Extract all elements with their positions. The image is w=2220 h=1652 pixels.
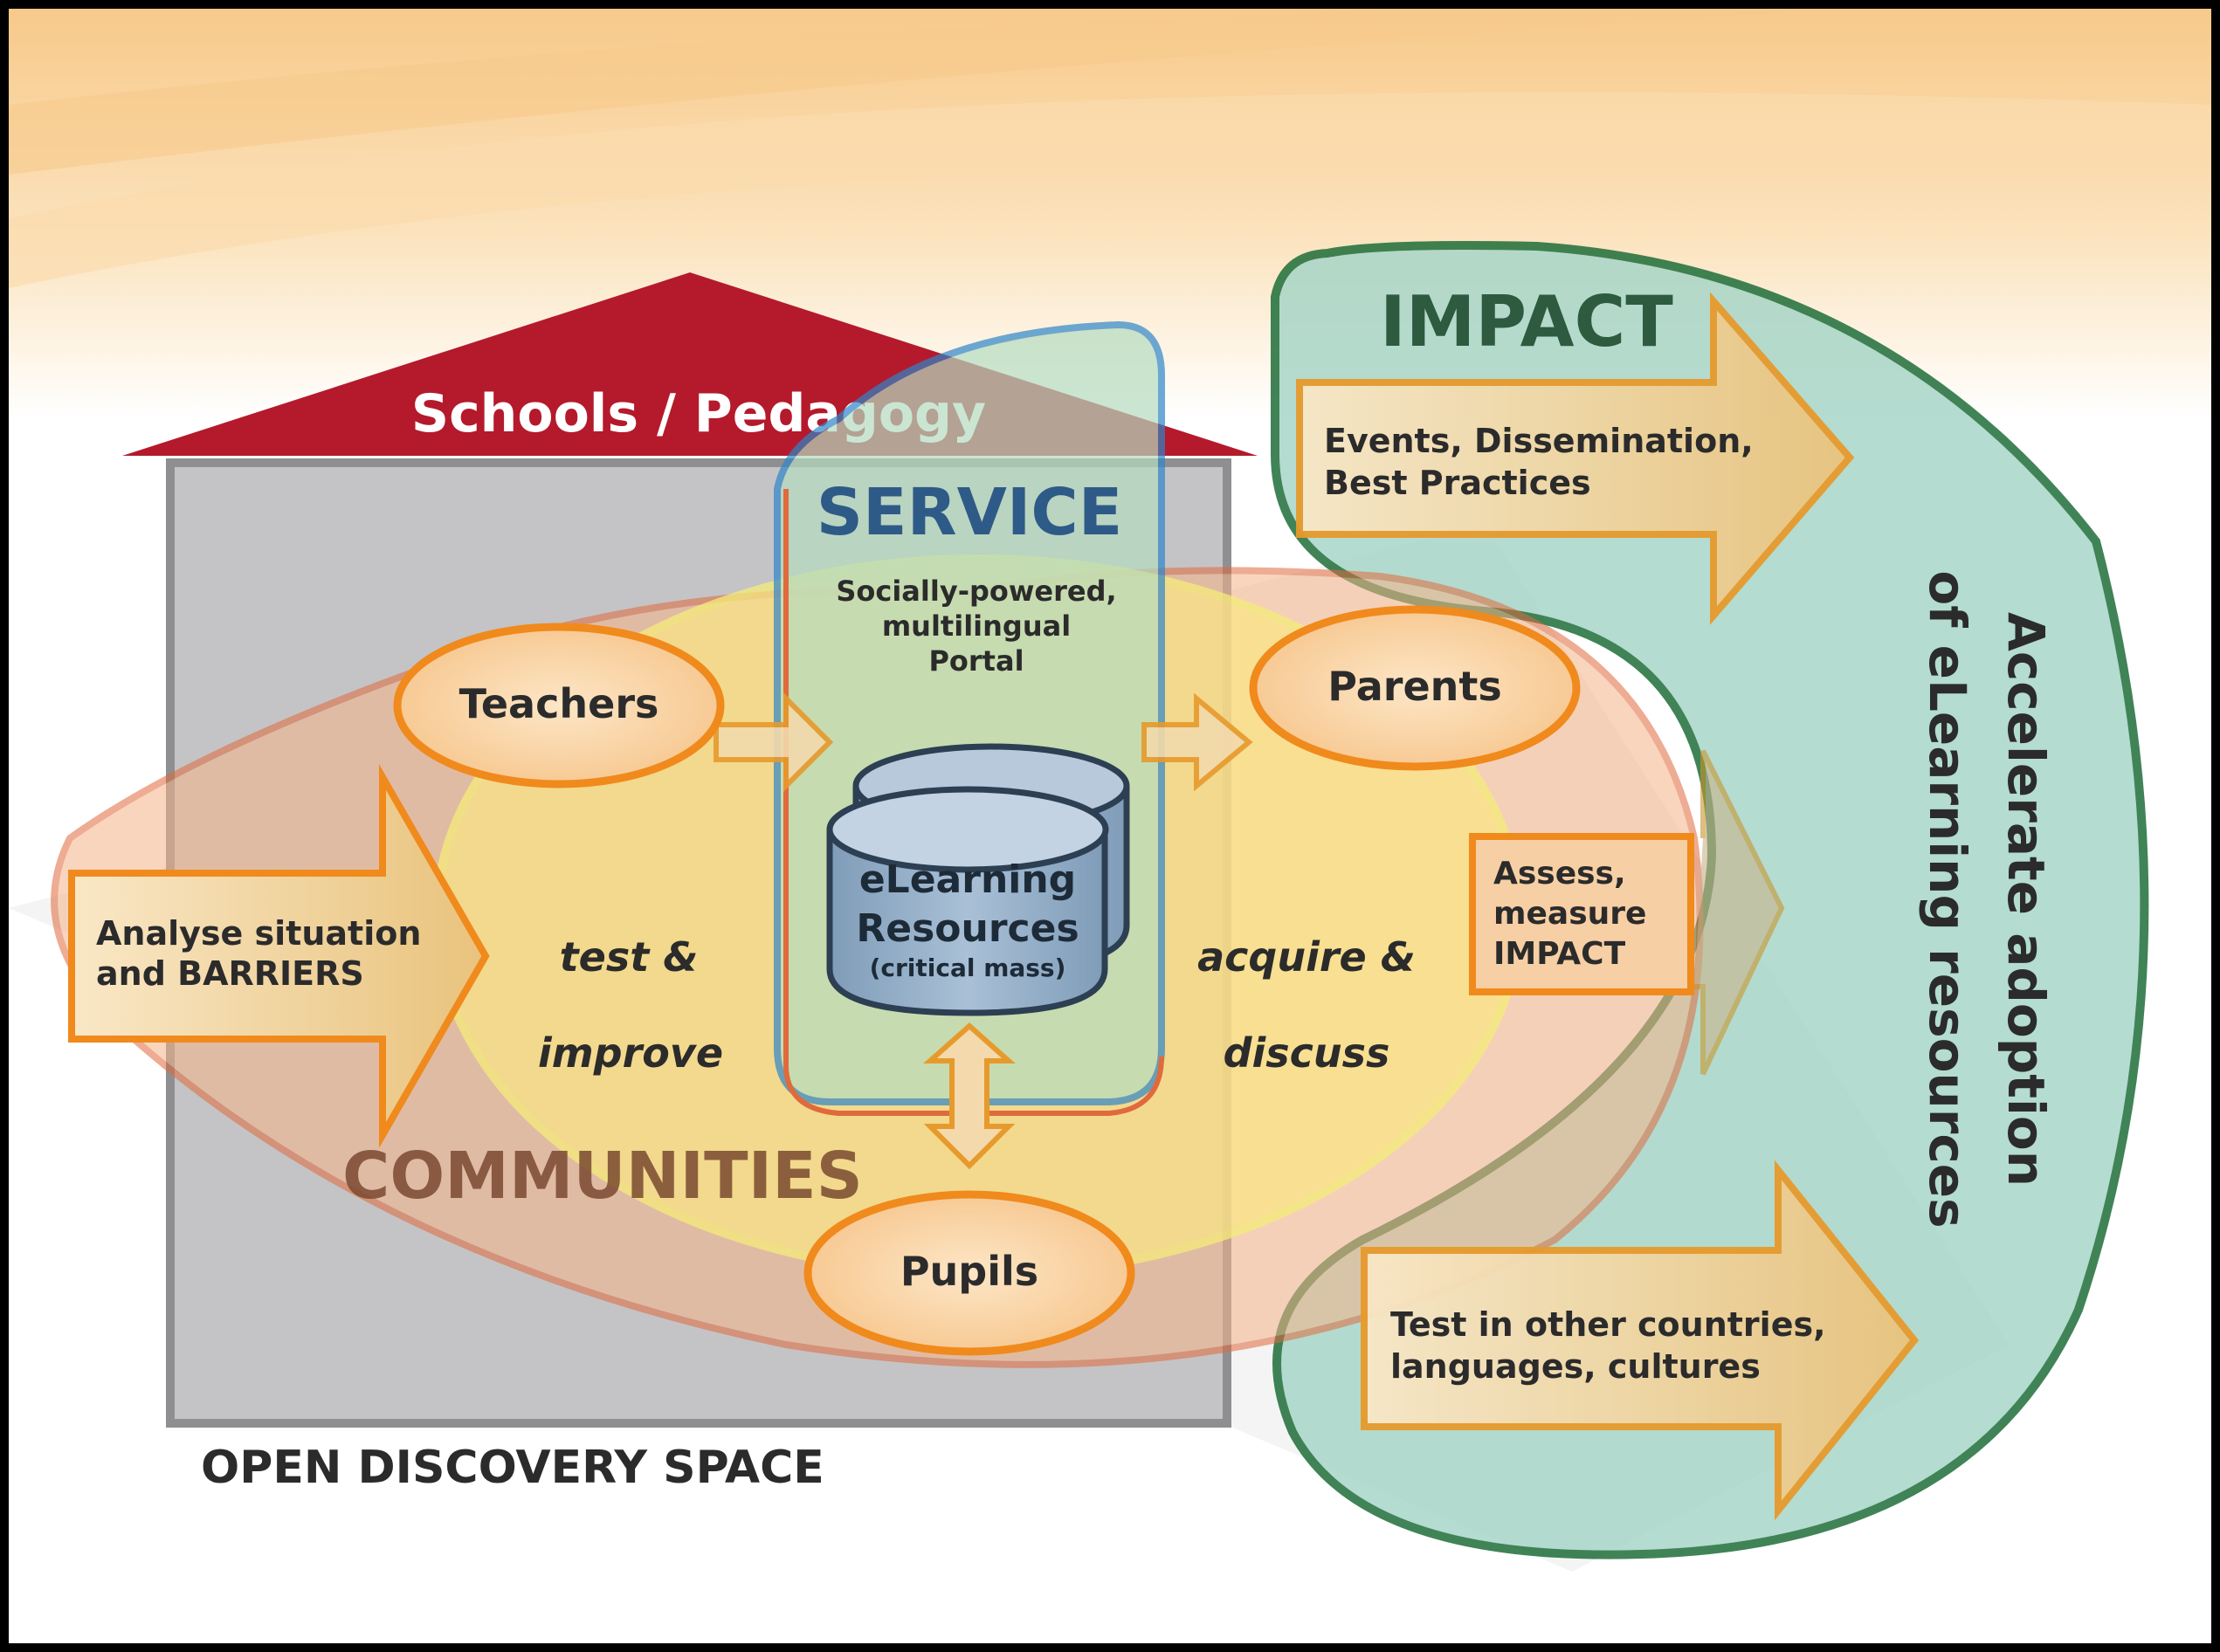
assess-line-3: IMPACT <box>1493 936 1626 972</box>
parents-label: Parents <box>1327 663 1502 710</box>
portal-line-1: Socially-powered, <box>836 575 1116 608</box>
analyse-line-1: Analyse situation <box>96 914 421 953</box>
resources-note: (critical mass) <box>870 953 1066 982</box>
sky-stripe <box>9 9 1834 175</box>
communities-title: COMMUNITIES <box>342 1139 863 1214</box>
analyse-arrow <box>68 764 490 1148</box>
events-arrow <box>1296 292 1855 625</box>
acquire-discuss-line-2: discuss <box>1224 1029 1390 1077</box>
test-line-1: Test in other countries, <box>1390 1305 1826 1344</box>
acquire-discuss-line-1: acquire & <box>1197 933 1416 981</box>
teachers-label: Teachers <box>459 680 659 727</box>
test-countries-arrow <box>1361 1160 1920 1521</box>
events-line-1: Events, Dissemination, <box>1324 422 1754 460</box>
service-inner-frame <box>783 489 1164 1116</box>
events-line-2: Best Practices <box>1324 464 1591 502</box>
adoption-line-2: of eLearning resources <box>1918 570 1977 1228</box>
assess-line-1: Assess, <box>1493 856 1626 891</box>
portal-line-3: Portal <box>928 644 1024 678</box>
resources-line-1: eLearning <box>859 857 1076 902</box>
adoption-line-1: Accelerate adoption <box>1996 612 2056 1187</box>
service-title: SERVICE <box>817 475 1123 550</box>
parents-node <box>1249 605 1581 771</box>
test-line-2: languages, cultures <box>1390 1347 1761 1386</box>
resources-line-2: Resources <box>856 906 1079 951</box>
test-improve-line-2: improve <box>538 1029 723 1077</box>
analyse-line-2: and BARRIERS <box>96 954 364 993</box>
assess-outcome-arrow <box>1694 749 1785 1076</box>
resources-pupils-arrow <box>923 1022 1016 1170</box>
pupils-label: Pupils <box>900 1248 1038 1295</box>
teachers-to-resources-arrow <box>714 692 834 793</box>
open-discovery-space-label: OPEN DISCOVERY SPACE <box>201 1442 824 1494</box>
assess-line-2: measure <box>1493 896 1646 932</box>
resources-to-parents-arrow <box>1141 692 1253 792</box>
teachers-node <box>393 623 725 788</box>
database-icon <box>826 743 1130 1016</box>
assess-box <box>1469 833 1694 995</box>
pupils-node <box>803 1190 1135 1356</box>
sky-stripe <box>9 92 2211 288</box>
portal-line-2: multilingual <box>882 609 1071 643</box>
impact-title: IMPACT <box>1380 281 1673 362</box>
test-improve-line-1: test & <box>560 933 699 981</box>
